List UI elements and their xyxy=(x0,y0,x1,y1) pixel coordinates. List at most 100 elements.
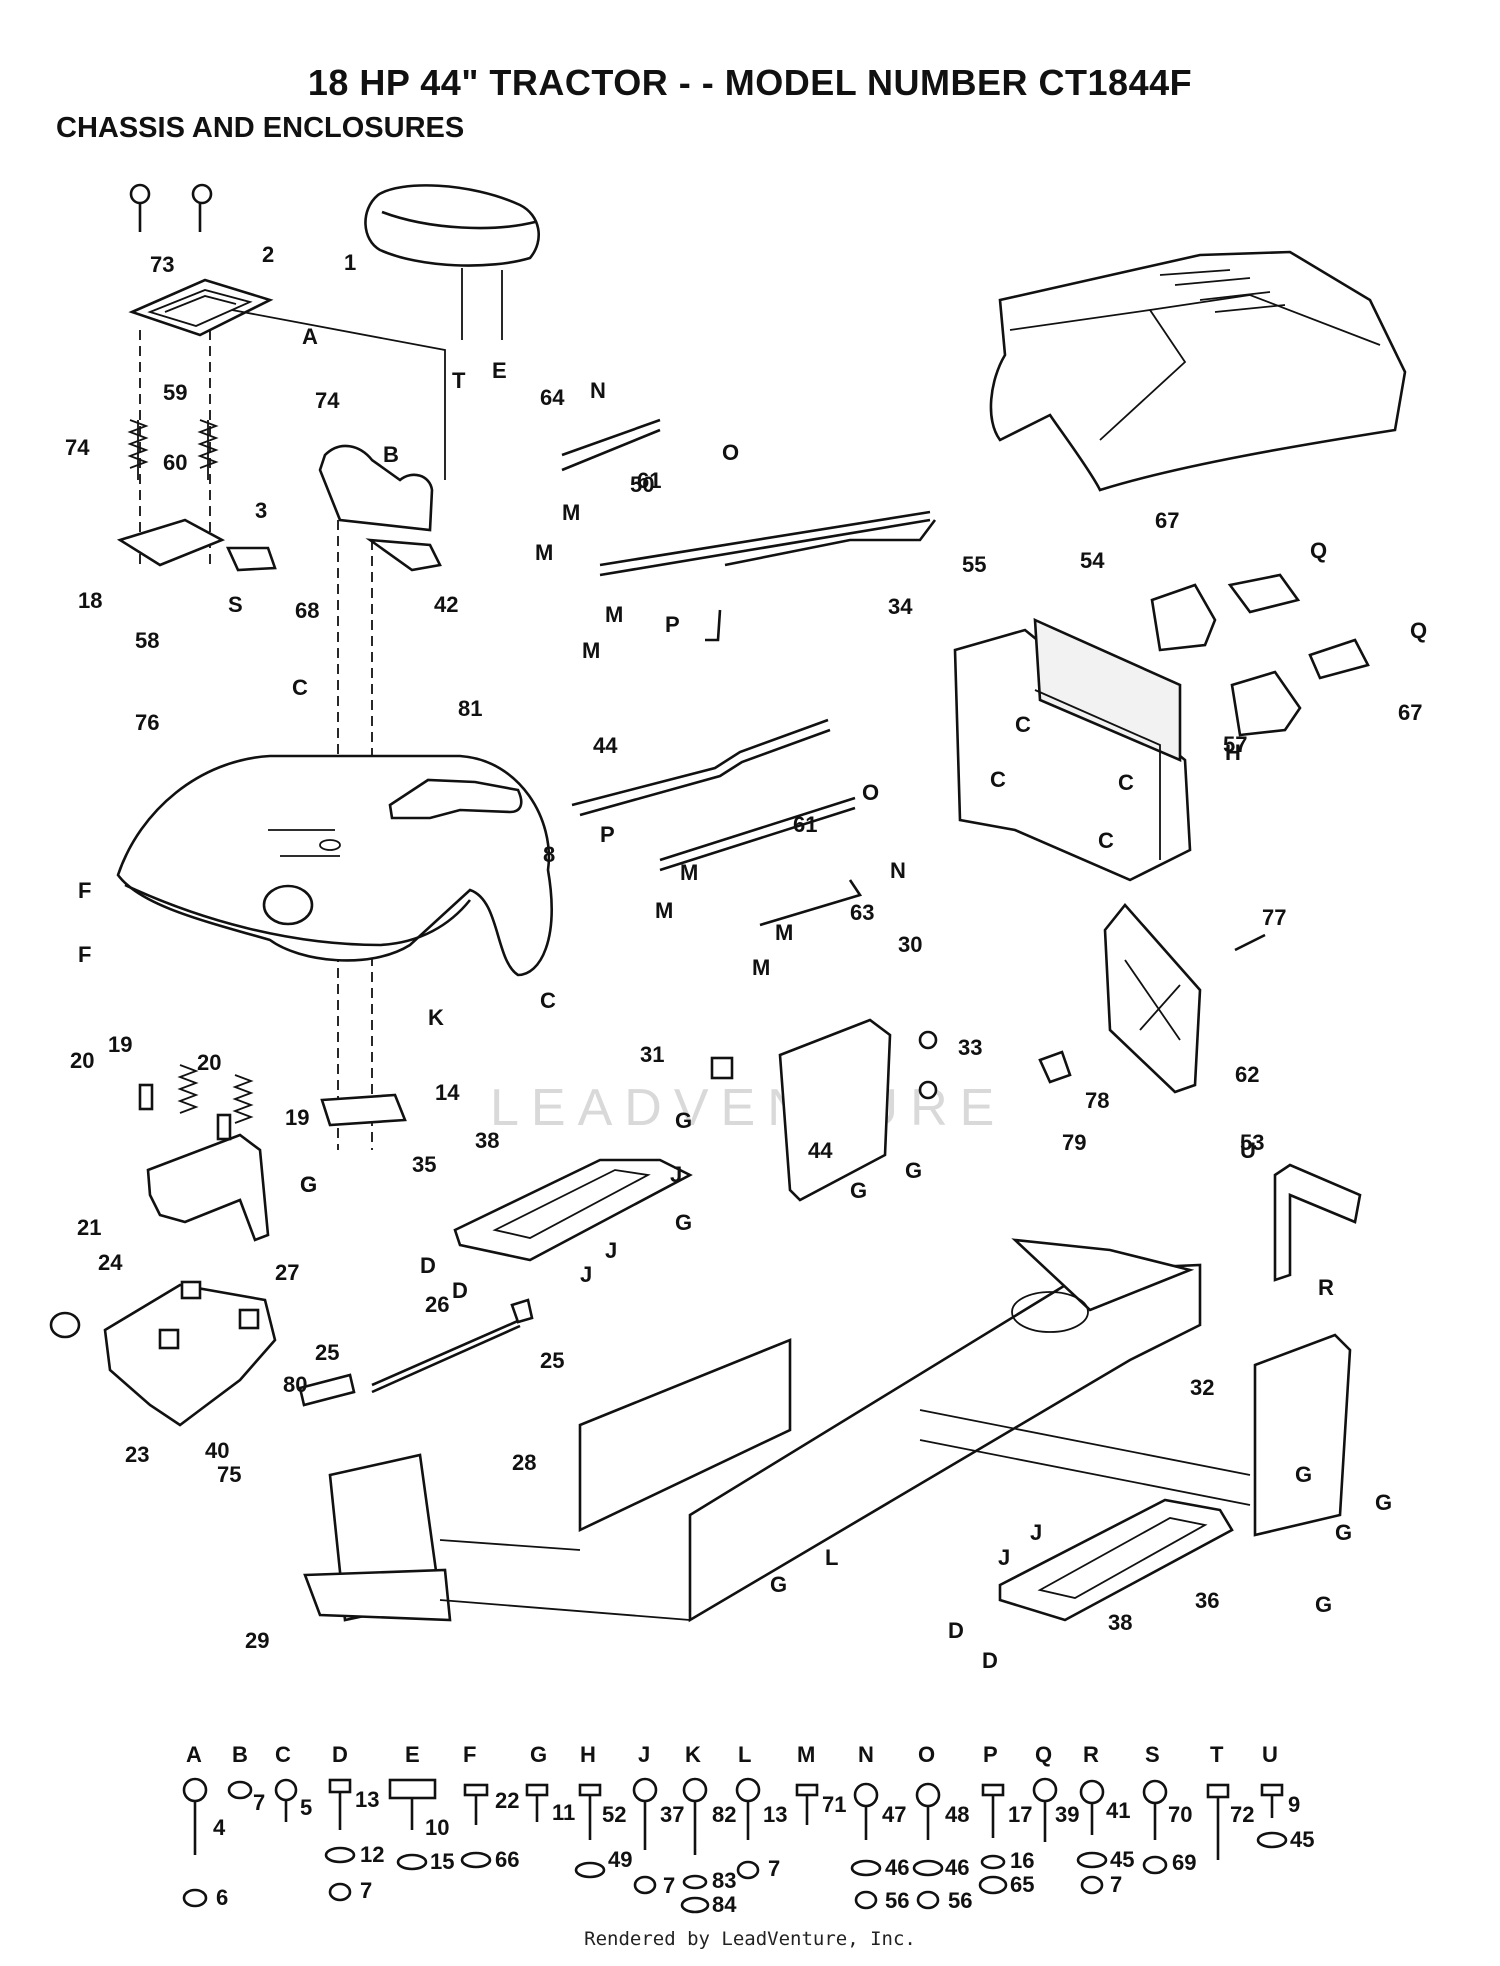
callout: 38 xyxy=(1108,1610,1132,1635)
callout: 50 xyxy=(630,472,654,497)
svg-text:G: G xyxy=(530,1742,547,1767)
legend-col-u: U 9 45 xyxy=(1256,1742,1314,1852)
ref-letter: M xyxy=(775,920,793,945)
svg-text:LEADVENTURE: LEADVENTURE xyxy=(490,1079,1006,1137)
callout: 30 xyxy=(898,932,922,957)
ref-letter: M xyxy=(562,500,580,525)
ref-letter: C xyxy=(1098,828,1114,853)
svg-text:S: S xyxy=(1145,1742,1160,1767)
ref-letter: M xyxy=(680,860,698,885)
callout: 14 xyxy=(435,1080,460,1105)
ref-letter: T xyxy=(452,368,466,393)
callout: 78 xyxy=(1085,1088,1109,1113)
ref-letter: M xyxy=(605,602,623,627)
ref-letter: B xyxy=(383,442,399,467)
ref-letter: C xyxy=(540,988,556,1013)
svg-text:56: 56 xyxy=(885,1888,909,1913)
ref-letter: M xyxy=(582,638,600,663)
callout: 62 xyxy=(1235,1062,1259,1087)
legend-col-r: R 41 45 7 xyxy=(1076,1742,1134,1897)
ref-letter: G xyxy=(300,1172,317,1197)
svg-text:71: 71 xyxy=(822,1792,846,1817)
svg-text:69: 69 xyxy=(1172,1850,1196,1875)
ref-letter: D xyxy=(420,1253,436,1278)
callout: 18 xyxy=(78,588,102,613)
svg-text:T: T xyxy=(1210,1742,1224,1767)
seat-support-parts xyxy=(138,1064,407,1242)
callout: 20 xyxy=(70,1048,94,1073)
section-title: CHASSIS AND ENCLOSURES xyxy=(56,112,465,144)
svg-text:10: 10 xyxy=(425,1815,449,1840)
svg-text:7: 7 xyxy=(360,1878,372,1903)
callout: 38 xyxy=(475,1128,499,1153)
ref-letter: U xyxy=(1240,1138,1256,1163)
page-title: 18 HP 44" TRACTOR - - MODEL NUMBER CT184… xyxy=(307,62,1193,103)
legend-col-n: N 47 46 56 xyxy=(850,1742,909,1913)
svg-text:15: 15 xyxy=(430,1849,454,1874)
callout: 40 xyxy=(205,1438,229,1463)
watermark: LEADVENTURE xyxy=(490,1079,1006,1137)
ref-letter: D xyxy=(982,1648,998,1673)
legend-col-j: J 37 7 xyxy=(632,1742,684,1898)
ref-letter: E xyxy=(492,358,507,383)
callout: 74 xyxy=(65,435,90,460)
callout: 79 xyxy=(1062,1130,1086,1155)
svg-text:70: 70 xyxy=(1168,1802,1192,1827)
grille-panel xyxy=(1038,902,1266,1094)
ref-letter: M xyxy=(655,898,673,923)
callout: 27 xyxy=(275,1260,299,1285)
legend-col-k: K 82 83 84 xyxy=(680,1742,737,1917)
ref-letter: G xyxy=(675,1108,692,1133)
seat-mount-plate xyxy=(116,183,446,570)
ref-letter: F xyxy=(78,878,91,903)
svg-text:13: 13 xyxy=(763,1802,787,1827)
svg-text:17: 17 xyxy=(1008,1802,1032,1827)
callouts: 1 2 3 8 14 18 19 19 20 20 21 23 24 25 25… xyxy=(65,242,1422,1653)
svg-text:46: 46 xyxy=(945,1855,969,1880)
ref-letter: G xyxy=(905,1158,922,1183)
callout: 25 xyxy=(315,1340,339,1365)
callout: 55 xyxy=(962,552,986,577)
svg-text:37: 37 xyxy=(660,1802,684,1827)
legend-col-a: A 4 6 xyxy=(182,1742,228,1910)
svg-text:72: 72 xyxy=(1230,1802,1254,1827)
callout: 73 xyxy=(150,252,174,277)
ref-letter: C xyxy=(292,675,308,700)
callout: 44 xyxy=(593,733,618,758)
svg-text:A: A xyxy=(186,1742,202,1767)
ref-letter: N xyxy=(590,378,606,403)
legend-col-h: H 52 49 xyxy=(574,1742,632,1879)
ref-letter: H xyxy=(1225,740,1241,765)
ref-letter: O xyxy=(722,440,739,465)
svg-text:F: F xyxy=(463,1742,476,1767)
svg-text:66: 66 xyxy=(495,1847,519,1872)
ref-letter: O xyxy=(862,780,879,805)
svg-text:12: 12 xyxy=(360,1842,384,1867)
ref-letter: P xyxy=(665,612,680,637)
callout: 68 xyxy=(295,598,319,623)
svg-text:L: L xyxy=(738,1742,751,1767)
legend-col-g: G 11 xyxy=(525,1742,575,1825)
seat-part xyxy=(364,184,540,340)
ref-letter: D xyxy=(452,1278,468,1303)
callout: 44 xyxy=(808,1138,833,1163)
callout: 29 xyxy=(245,1628,269,1653)
legend-col-o: O 48 46 56 xyxy=(912,1742,972,1913)
ref-letter: C xyxy=(990,767,1006,792)
callout: 1 xyxy=(344,250,356,275)
seat-bracket xyxy=(225,444,442,1150)
callout: 35 xyxy=(412,1152,436,1177)
callout: 21 xyxy=(77,1215,101,1240)
svg-text:45: 45 xyxy=(1290,1827,1314,1852)
svg-text:E: E xyxy=(405,1742,420,1767)
callout: 61 xyxy=(793,812,817,837)
svg-text:9: 9 xyxy=(1288,1792,1300,1817)
callout: 57 xyxy=(1223,732,1247,757)
ref-letter: G xyxy=(1315,1592,1332,1617)
callout: 60 xyxy=(163,450,187,475)
svg-text:84: 84 xyxy=(712,1892,737,1917)
svg-text:46: 46 xyxy=(885,1855,909,1880)
svg-text:83: 83 xyxy=(712,1868,736,1893)
callout: 67 xyxy=(1398,700,1422,725)
